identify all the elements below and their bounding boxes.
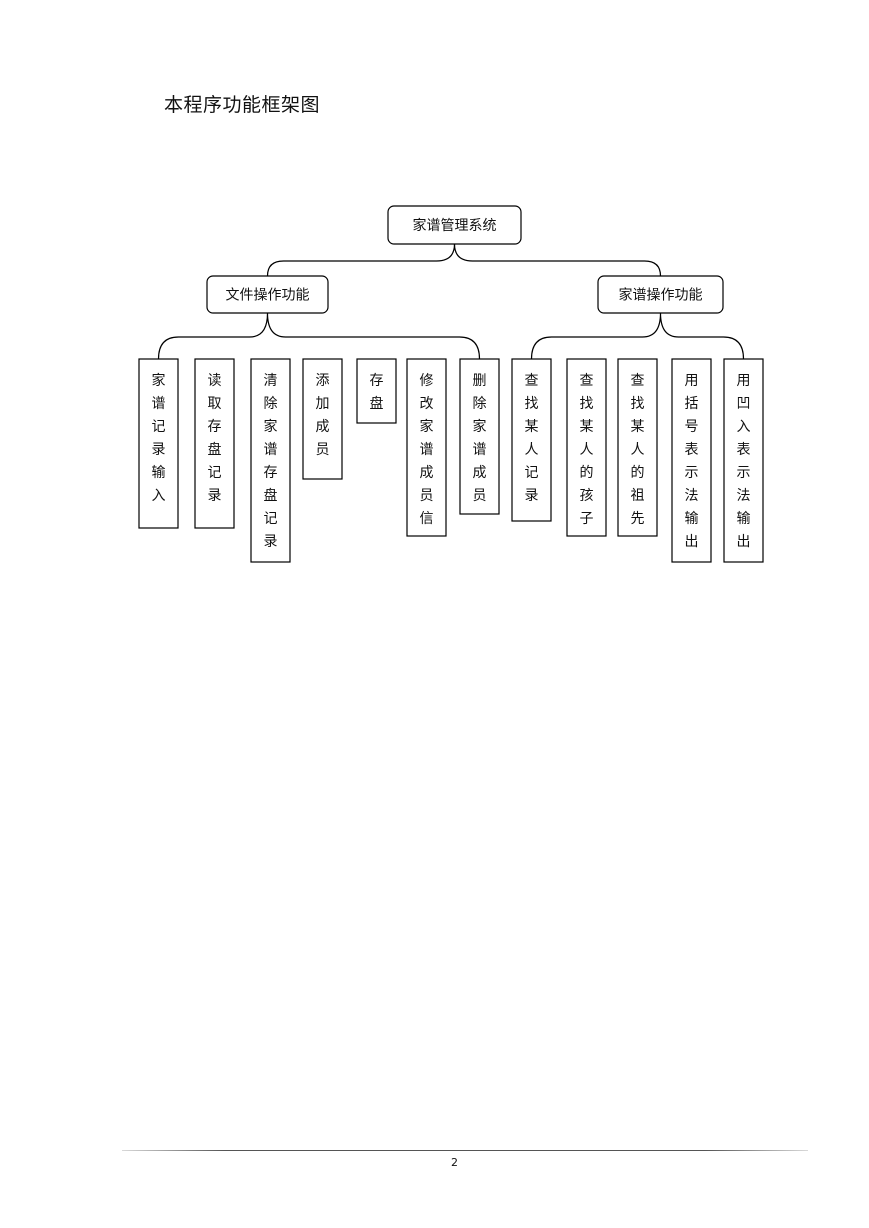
leaf-node-char: 的	[631, 465, 645, 481]
leaf-node-char: 录	[208, 488, 222, 504]
leaf-node-char: 出	[737, 534, 751, 550]
leaf-node-char: 输	[685, 511, 699, 527]
leaf-node	[302, 358, 343, 480]
leaf-node-char: 查	[631, 373, 645, 389]
leaf-node-char: 子	[580, 511, 594, 527]
leaf-node-char: 入	[152, 488, 166, 504]
leaf-node-char: 先	[631, 511, 645, 527]
root-to-family-ops-connector	[453, 243, 662, 277]
leaf-node-char: 祖	[631, 488, 645, 504]
leaf-node-char: 谱	[420, 442, 434, 458]
leaf-node	[723, 358, 764, 563]
leaf-node-char: 录	[264, 534, 278, 550]
leaf-node-char: 谱	[264, 442, 278, 458]
leaf-node-char: 员	[316, 442, 330, 458]
leaf-node	[406, 358, 447, 537]
leaf-node-char: 除	[264, 396, 278, 412]
leaf-node-char: 表	[685, 442, 699, 458]
leaf-node-char: 盘	[208, 441, 222, 458]
leaf-node-char: 谱	[152, 396, 166, 412]
leaf-node-char: 示	[685, 465, 699, 481]
leaf-node-char: 记	[264, 511, 278, 527]
leaf-node	[566, 358, 607, 537]
root-node-label: 家谱管理系统	[413, 217, 497, 234]
leaf-node	[671, 358, 712, 563]
leaf-node-char: 成	[316, 419, 330, 435]
leaf-node-char: 人	[580, 442, 594, 458]
leaf-node-char: 改	[420, 396, 434, 412]
leaf-node-char: 号	[685, 419, 699, 435]
leaf-node-char: 记	[152, 419, 166, 435]
leaf-node-char: 盘	[264, 487, 278, 504]
leaf-node-char: 家	[152, 372, 166, 389]
leaf-node-char: 录	[152, 442, 166, 458]
leaf-node-char: 人	[631, 442, 645, 458]
leaf-node-char: 用	[685, 373, 699, 389]
leaf-node-char: 员	[473, 488, 487, 504]
leaf-node-char: 某	[631, 419, 645, 435]
leaf-node-char: 家	[420, 418, 434, 435]
leaf-node-char: 某	[525, 419, 539, 435]
leaf-node-char: 删	[473, 373, 487, 389]
leaf-node	[459, 358, 500, 515]
leaf-node	[356, 358, 397, 424]
leaf-node-char: 用	[737, 373, 751, 389]
leaf-node-char: 输	[737, 511, 751, 527]
leaf-node-char: 员	[420, 488, 434, 504]
leaf-node-char: 找	[580, 396, 594, 412]
leaf-node-char: 添	[316, 373, 330, 389]
leaf-node	[194, 358, 235, 529]
leaf-node-char: 记	[525, 465, 539, 481]
leaf-node-char: 盘	[370, 395, 384, 412]
leaf-node-char: 孩	[580, 488, 594, 504]
leaf-node-char: 法	[737, 488, 751, 504]
leaf-node	[511, 358, 552, 522]
leaf-node-char: 加	[316, 396, 330, 412]
leaf-node-char: 查	[580, 373, 594, 389]
leaf-node-char: 家	[264, 418, 278, 435]
leaf-node-char: 的	[580, 465, 594, 481]
leaf-node-char: 示	[737, 465, 751, 481]
leaf-node-char: 找	[631, 396, 645, 412]
leaf-node-char: 找	[525, 396, 539, 412]
leaf-node-char: 家	[473, 418, 487, 435]
leaf-node-char: 读	[208, 372, 222, 389]
leaf-node-char: 表	[737, 442, 751, 458]
leaf-node-char: 人	[525, 442, 539, 458]
leaf-node-char: 存	[208, 419, 222, 435]
leaf-node-char: 存	[370, 373, 384, 389]
leaf-node	[138, 358, 179, 529]
branch-to-children-connector	[157, 312, 481, 360]
page-number: 2	[451, 1156, 458, 1169]
leaf-node-char: 法	[685, 488, 699, 504]
leaf-node-char: 信	[420, 511, 434, 527]
leaf-node-char: 成	[473, 465, 487, 481]
root-to-file-ops-connector	[266, 243, 456, 277]
leaf-node-char: 某	[580, 419, 594, 435]
leaf-node-char: 成	[420, 465, 434, 481]
branch-to-children-connector	[530, 312, 745, 360]
leaf-node-char: 谱	[473, 442, 487, 458]
leaf-node-char: 凹	[737, 396, 751, 412]
leaf-node-char: 清	[264, 373, 278, 389]
leaf-node-char: 入	[737, 419, 751, 435]
leaf-node-char: 修	[420, 373, 434, 389]
leaf-node-char: 存	[264, 465, 278, 481]
footer-divider	[122, 1150, 808, 1151]
leaf-node	[250, 358, 291, 563]
leaf-node-char: 除	[473, 396, 487, 412]
leaf-node	[617, 358, 658, 537]
branch-node-label: 文件操作功能	[226, 288, 310, 304]
leaf-node-char: 取	[208, 396, 222, 412]
leaf-node-char: 查	[525, 373, 539, 389]
leaf-node-char: 录	[525, 488, 539, 504]
leaf-node-char: 出	[685, 534, 699, 550]
leaf-node-char: 括	[685, 396, 699, 412]
page-title: 本程序功能框架图	[164, 94, 321, 116]
leaf-node-char: 输	[152, 465, 166, 481]
branch-node-label: 家谱操作功能	[619, 287, 703, 304]
leaf-node-char: 记	[208, 465, 222, 481]
